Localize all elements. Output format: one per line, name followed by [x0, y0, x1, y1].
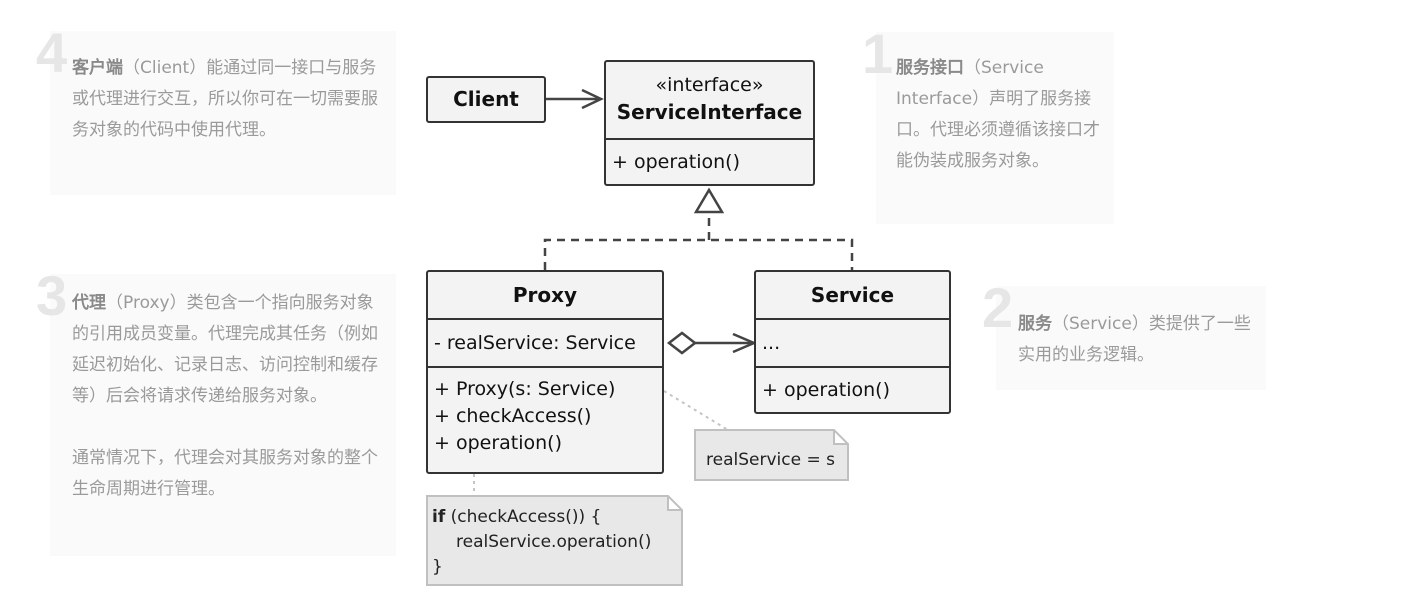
- note-service-interface: 1 服务接口（Service Interface）声明了服务接口。代理必须遵循该…: [862, 26, 1114, 224]
- proxy-field: - realService: Service: [428, 320, 662, 368]
- note-number: 4: [36, 21, 68, 84]
- service-field: ...: [756, 320, 949, 368]
- comment-note-code: [426, 495, 683, 586]
- proxy-methods: + Proxy(s: Service) + checkAccess() + op…: [428, 368, 662, 457]
- aggregation-diamond: [666, 331, 698, 355]
- note-text: （Proxy）类包含一个指向服务对象的引用成员变量。代理完成其任务（例如延迟初始…: [72, 293, 378, 406]
- service-method: + operation(): [762, 379, 891, 401]
- comment-link-assign: [663, 390, 729, 431]
- interface-name: ServiceInterface: [616, 100, 803, 124]
- note-title: 客户端: [72, 58, 123, 78]
- proxy-name: Proxy: [428, 272, 662, 320]
- realization-triangle: [693, 187, 725, 214]
- service-class: Service ... + operation(): [754, 270, 951, 414]
- comment-assign-text: realService = s: [706, 450, 835, 470]
- client-name: Client: [453, 87, 519, 111]
- comment-note-assign: [694, 429, 849, 481]
- note-number: 2: [982, 276, 1014, 339]
- interface-header: «interface» ServiceInterface: [606, 62, 813, 140]
- interface-method: + operation(): [612, 151, 741, 173]
- note-title: 代理: [72, 293, 106, 313]
- note-service: 2 服务（Service）类提供了一些实用的业务逻辑。: [982, 280, 1266, 390]
- code-keyword: if: [432, 507, 446, 527]
- proxy-method: + operation(): [434, 432, 563, 454]
- interface-stereotype: «interface»: [655, 74, 764, 96]
- note-text: （Service）类提供了一些实用的业务逻辑。: [1018, 314, 1251, 365]
- note-title: 服务: [1018, 314, 1052, 334]
- note-text: （Service Interface）声明了服务接口。代理必须遵循该接口才能伪装…: [896, 58, 1100, 171]
- note-number: 1: [862, 22, 894, 85]
- client-association-arrow: [546, 88, 604, 110]
- note-text: （Client）能通过同一接口与服务或代理进行交互，所以你可在一切需要服务对象的…: [72, 58, 378, 140]
- proxy-method: + checkAccess(): [434, 405, 592, 427]
- note-proxy: 3 代理（Proxy）类包含一个指向服务对象的引用成员变量。代理完成其任务（例如…: [36, 268, 396, 556]
- service-name: Service: [756, 272, 949, 320]
- proxy-class: Proxy - realService: Service + Proxy(s: …: [426, 270, 664, 474]
- service-interface-class: «interface» ServiceInterface + operation…: [604, 60, 815, 186]
- comment-code-text: if (checkAccess()) { realService.operati…: [432, 505, 651, 580]
- realization-dashed-line: [543, 212, 854, 270]
- note-text-2: 通常情况下，代理会对其服务对象的整个生命周期进行管理。: [72, 448, 378, 499]
- code-line-2: realService.operation(): [456, 532, 652, 552]
- note-title: 服务接口: [896, 58, 964, 78]
- code-line-3: }: [432, 557, 443, 577]
- code-line-1: (checkAccess()) {: [445, 507, 602, 527]
- client-class: Client: [426, 76, 546, 123]
- note-number: 3: [36, 264, 68, 327]
- note-client: 4 客户端（Client）能通过同一接口与服务或代理进行交互，所以你可在一切需要…: [36, 25, 396, 195]
- proxy-method: + Proxy(s: Service): [434, 378, 616, 400]
